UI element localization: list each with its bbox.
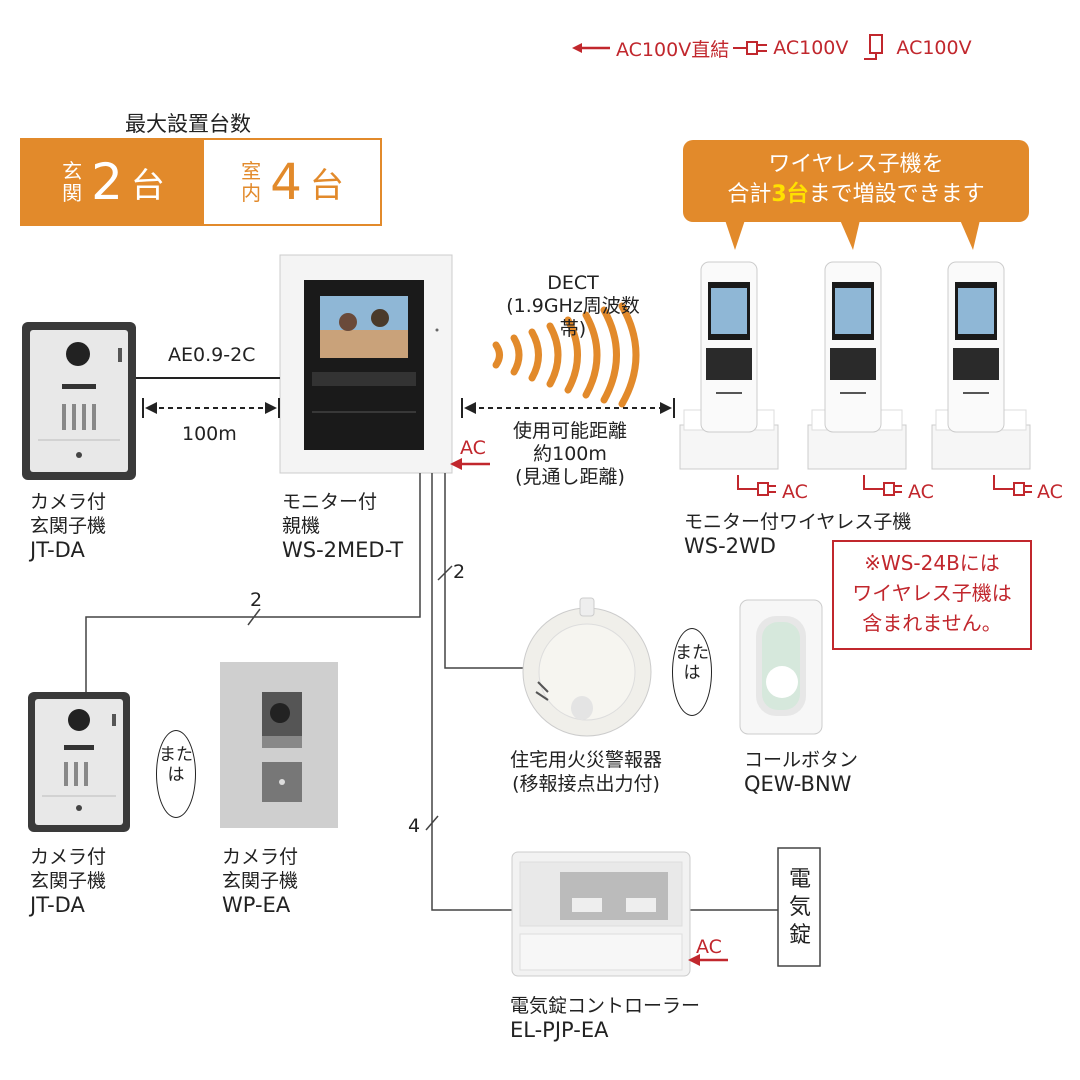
door3-l2: 玄関子機 <box>222 870 299 892</box>
range-1: 使用可能距離 <box>512 420 627 442</box>
indoor-label-2: 内 <box>241 181 262 205</box>
master-l1: モニター付 <box>282 491 378 513</box>
wireless-handset-2 <box>807 261 907 470</box>
lock-c1: 電 <box>788 867 811 892</box>
fire-alarm <box>522 597 652 737</box>
legend-plug: AC100V <box>773 37 849 59</box>
ac-handset-1: AC <box>782 481 808 503</box>
or-oval-1: または <box>156 730 196 818</box>
call-model: QEW-BNW <box>744 772 852 796</box>
indoor-unit: 台 <box>309 165 344 206</box>
door1-l2: 玄関子機 <box>30 515 107 537</box>
door2-l2: 玄関子機 <box>30 870 107 892</box>
or-text-b2: は <box>683 663 701 683</box>
wireless-model: WS-2WD <box>684 534 776 558</box>
door2-model: JT-DA <box>30 893 85 917</box>
wire-count-b: 2 <box>453 561 466 583</box>
or-text-a2: また <box>675 643 709 663</box>
ac-controller: AC <box>696 936 722 958</box>
install-count-box: 玄関 2 台 室内 4 台 <box>20 138 382 226</box>
lock-ctrl-l1: 電気錠コントローラー <box>510 995 701 1017</box>
outlet-icon <box>864 34 884 60</box>
door-station-2 <box>28 692 130 832</box>
lock-text: 電 気 錠 <box>788 866 812 950</box>
fire-label: 住宅用火災警報器 (移報接点出力付) <box>510 748 662 796</box>
door-station-wp <box>220 662 338 828</box>
door1-label: カメラ付 玄関子機 JT-DA <box>30 490 106 562</box>
door2-l1: カメラ付 <box>30 846 107 868</box>
indoor-count-cell: 室内 4 台 <box>204 140 380 224</box>
range-label: 使用可能距離 約100m (見通し距離) <box>500 420 640 489</box>
master-label: モニター付 親機 WS-2MED-T <box>282 490 403 562</box>
door3-label: カメラ付 玄関子機 WP-EA <box>222 845 298 917</box>
lock-c3: 錠 <box>788 923 811 948</box>
radio-waves <box>492 302 640 408</box>
lock-c2: 気 <box>788 895 811 920</box>
call-button-device <box>739 599 823 735</box>
master-model: WS-2MED-T <box>282 538 404 562</box>
door3-model: WP-EA <box>222 893 291 917</box>
dect-title: DECT <box>547 272 599 294</box>
wireless-handset-3 <box>931 261 1031 470</box>
lock-ctrl-label: 電気錠コントローラー EL-PJP-EA <box>510 994 700 1042</box>
dect-label: DECT (1.9GHz周波数帯) <box>498 272 648 341</box>
indoor-label-1: 室 <box>241 159 262 183</box>
callout-line1: ワイヤレス子機を <box>768 152 944 177</box>
door-station-1 <box>22 322 136 480</box>
entrance-count-cell: 玄関 2 台 <box>22 140 204 224</box>
wire-count-c: 4 <box>408 815 421 837</box>
wireless-callout: ワイヤレス子機を 合計3台まで増設できます <box>683 140 1029 222</box>
lock-ctrl-model: EL-PJP-EA <box>510 1018 609 1042</box>
fire-l2: (移報接点出力付) <box>512 773 660 795</box>
master-l2: 親機 <box>282 515 321 537</box>
door1-l1: カメラ付 <box>30 491 107 513</box>
ac-handset-2: AC <box>908 481 934 503</box>
entrance-label-2: 関 <box>62 181 83 205</box>
entrance-label-1: 玄 <box>62 159 83 183</box>
door1-model: JT-DA <box>30 538 85 562</box>
door2-label: カメラ付 玄関子機 JT-DA <box>30 845 106 917</box>
note-box: ※WS-24Bには ワイヤレス子機は 含まれません。 <box>832 540 1032 650</box>
callout-highlight: 3台 <box>771 182 809 207</box>
wireless-label: モニター付ワイヤレス子機 WS-2WD <box>684 510 911 558</box>
callout-post: まで増設できます <box>808 182 985 207</box>
indoor-count: 4 <box>270 153 302 211</box>
power-legend: AC100V直結 AC100V AC100V <box>572 33 972 63</box>
callout-pre: 合計 <box>727 182 772 207</box>
call-l1: コールボタン <box>744 749 859 771</box>
note-line2: ワイヤレス子機は <box>852 581 1012 605</box>
wireless-l1: モニター付ワイヤレス子機 <box>684 511 912 533</box>
wire-count-a: 2 <box>250 589 263 611</box>
lock-box <box>777 847 821 967</box>
distance-label: 100m <box>182 423 237 445</box>
entrance-count: 2 <box>91 153 123 211</box>
or-text-a1: また <box>159 745 193 765</box>
install-title: 最大設置台数 <box>125 112 251 136</box>
range-2: 約100m <box>533 443 607 465</box>
note-line3: 含まれません。 <box>862 611 1002 635</box>
legend-outlet: AC100V <box>896 37 972 59</box>
dect-band: (1.9GHz周波数帯) <box>506 295 640 340</box>
call-label: コールボタン QEW-BNW <box>744 748 858 796</box>
or-oval-2: または <box>672 628 712 716</box>
legend-direct: AC100V直結 <box>616 38 730 61</box>
arrow-icon <box>572 43 610 53</box>
ac-master: AC <box>460 437 486 459</box>
range-3: (見通し距離) <box>515 466 625 488</box>
lock-controller <box>511 851 691 977</box>
plug-icon <box>733 41 768 55</box>
ac-handset-3: AC <box>1037 481 1063 503</box>
wireless-handset-1 <box>679 261 779 470</box>
or-text-b1: は <box>167 765 185 785</box>
entrance-unit: 台 <box>130 165 165 206</box>
fire-l1: 住宅用火災警報器 <box>510 749 663 771</box>
master-monitor <box>279 254 453 474</box>
cable-label: AE0.9-2C <box>168 344 256 366</box>
door3-l1: カメラ付 <box>222 846 299 868</box>
note-line1: ※WS-24Bには <box>864 551 1000 575</box>
